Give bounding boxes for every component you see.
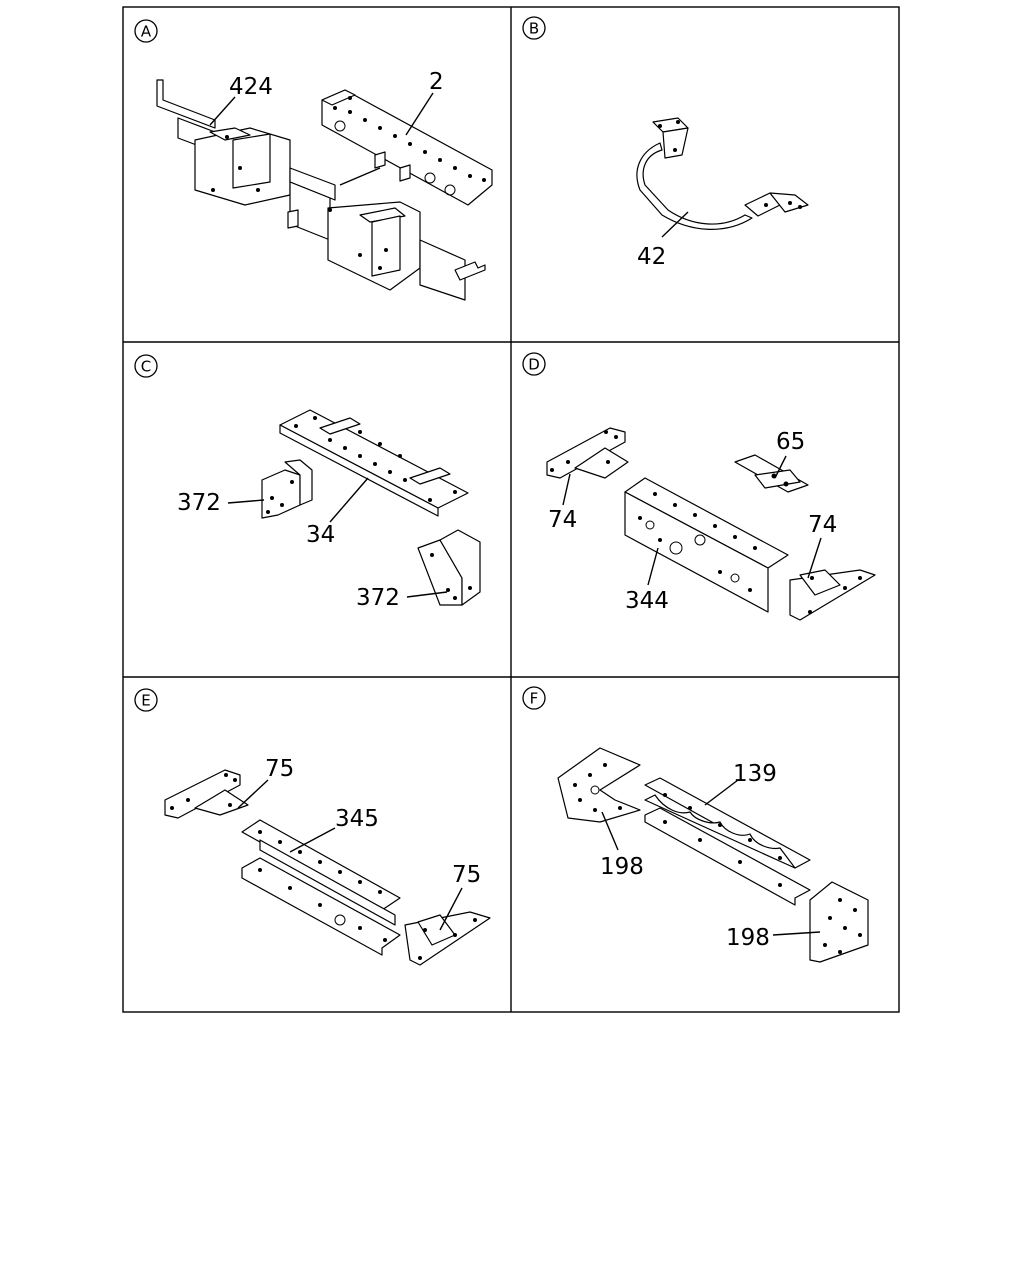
stabilizer-bar-drawing [636,117,809,230]
panel-b-id: B [522,16,546,40]
panel-f-id: F [522,686,546,710]
callout-139: 139 [704,761,777,806]
callout-198-left: 198 [600,811,644,880]
callout-2: 2 [405,69,444,136]
panel-a-letter: A [141,23,152,41]
bracket-372-lower-drawing [417,529,481,606]
callout-424: 424 [209,74,273,126]
part-number-34: 34 [306,522,335,548]
callout-74-left: 74 [548,473,577,533]
callout-372-lower: 372 [356,585,448,611]
callout-345: 345 [289,806,379,853]
panel-f-letter: F [530,690,539,708]
callout-75-left: 75 [237,756,294,809]
part-number-139: 139 [733,761,777,787]
part-number-75-right: 75 [452,862,481,888]
callout-74-right: 74 [807,512,837,579]
part-number-42: 42 [637,244,666,270]
part-number-74-right: 74 [808,512,837,538]
callout-34: 34 [306,477,369,548]
callout-344: 344 [625,547,669,614]
part-number-65: 65 [776,429,805,455]
panel-e-id: E [134,688,158,712]
panel-c: C 372 [134,354,481,611]
part-number-2: 2 [429,69,444,95]
part-number-424: 424 [229,74,273,100]
callout-42: 42 [637,211,689,270]
panel-c-id: C [134,354,158,378]
panel-d-letter: D [528,356,540,374]
bracket-75-right-drawing [404,911,491,966]
crossmember-34-drawing [279,409,469,517]
crossmember-assembly-drawing [156,79,493,301]
callout-198-right: 198 [726,925,821,951]
part-number-75-left: 75 [265,756,294,782]
bracket-75-left-drawing [164,769,249,819]
bracket-74-right-drawing [789,569,876,621]
callout-372-upper: 372 [177,490,265,516]
crossmember-344-drawing [624,477,789,613]
panel-a-id: A [134,19,158,43]
bracket-65-drawing [734,454,809,493]
diagram-grid [122,6,900,1013]
crossmember-345-drawing [241,819,401,956]
panel-d-id: D [522,352,546,376]
part-number-344: 344 [625,588,669,614]
panel-e: E 75 [134,688,491,966]
panel-c-letter: C [141,358,151,376]
bracket-372-upper-drawing [261,459,313,519]
part-number-74-left: 74 [548,507,577,533]
panel-a: A [134,19,493,301]
part-number-372-upper: 372 [177,490,221,516]
panel-b-letter: B [529,20,539,38]
gusset-198-right-drawing [809,881,869,963]
part-number-345: 345 [335,806,379,832]
gusset-198-left-drawing [557,747,641,823]
part-number-372-lower: 372 [356,585,400,611]
panel-f: F 139 [522,686,869,963]
panel-b: B 42 [522,16,809,270]
callout-75-right: 75 [439,862,481,931]
callout-65: 65 [774,429,805,479]
bracket-74-left-drawing [546,427,629,479]
crossmember-139-drawing [644,777,811,906]
panel-e-letter: E [141,692,150,710]
part-number-198-left: 198 [600,854,644,880]
part-number-198-right: 198 [726,925,770,951]
panel-d: D [522,352,876,621]
